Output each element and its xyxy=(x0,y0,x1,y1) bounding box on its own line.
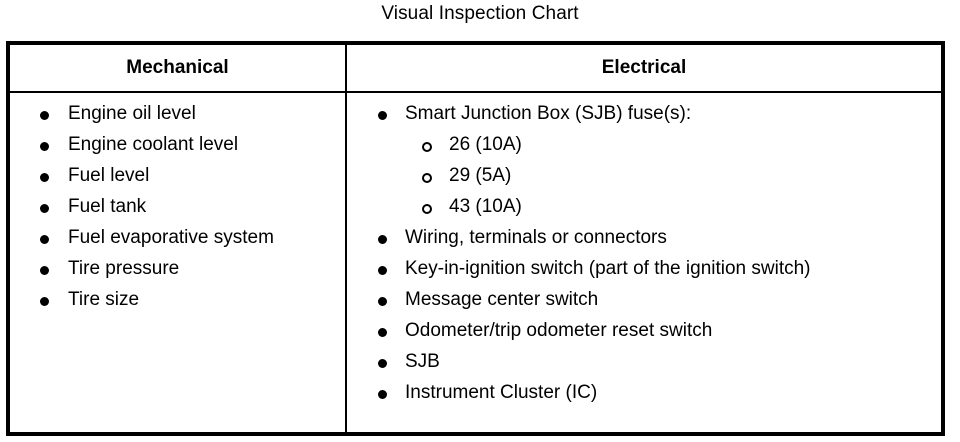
column-divider xyxy=(345,45,347,432)
list-item: 43 (10A) xyxy=(347,191,941,222)
list-item-label: Tire pressure xyxy=(68,258,180,279)
list-item: Smart Junction Box (SJB) fuse(s): xyxy=(347,98,941,129)
filled-bullet-icon xyxy=(40,204,49,213)
list-item-label: Fuel evaporative system xyxy=(68,227,274,248)
column-body-electrical: Smart Junction Box (SJB) fuse(s): 26 (10A… xyxy=(347,93,941,408)
list-item-label: Engine coolant level xyxy=(68,134,239,155)
list-item: 29 (5A) xyxy=(347,160,941,191)
filled-bullet-icon xyxy=(378,390,387,399)
filled-bullet-icon xyxy=(378,235,387,244)
list-item: Instrument Cluster (IC) xyxy=(347,377,941,408)
electrical-item-list: Smart Junction Box (SJB) fuse(s): 26 (10A… xyxy=(347,93,941,408)
list-item-label: Message center switch xyxy=(405,289,599,310)
column-header-electrical: Electrical xyxy=(601,57,687,78)
list-item-label: Odometer/trip odometer reset switch xyxy=(405,320,713,341)
page-title: Visual Inspection Chart xyxy=(381,3,579,24)
filled-bullet-icon xyxy=(40,173,49,182)
filled-bullet-icon xyxy=(40,297,49,306)
list-item: SJB xyxy=(347,346,941,377)
list-item: Tire pressure xyxy=(10,253,345,284)
list-item-label: Fuel tank xyxy=(68,196,147,217)
list-item-label: Wiring, terminals or connectors xyxy=(405,227,667,248)
hollow-bullet-icon xyxy=(422,204,432,214)
list-item: Key-in-ignition switch (part of the igni… xyxy=(347,253,941,284)
hollow-bullet-icon xyxy=(422,173,432,183)
header-rule xyxy=(10,91,941,93)
filled-bullet-icon xyxy=(40,266,49,275)
filled-bullet-icon xyxy=(378,328,387,337)
list-item-label: Fuel level xyxy=(68,165,150,186)
filled-bullet-icon xyxy=(40,111,49,120)
table-header-row: Mechanical Electrical xyxy=(10,45,941,91)
list-item-label: Instrument Cluster (IC) xyxy=(405,382,598,403)
list-item-label: Tire size xyxy=(68,289,140,310)
list-item-label: Engine oil level xyxy=(68,103,196,124)
filled-bullet-icon xyxy=(378,359,387,368)
filled-bullet-icon xyxy=(40,142,49,151)
list-item: Fuel level xyxy=(10,160,345,191)
list-item-label: SJB xyxy=(405,351,440,372)
list-item: 26 (10A) xyxy=(347,129,941,160)
list-item: Odometer/trip odometer reset switch xyxy=(347,315,941,346)
filled-bullet-icon xyxy=(378,297,387,306)
list-item: Engine coolant level xyxy=(10,129,345,160)
list-item: Wiring, terminals or connectors xyxy=(347,222,941,253)
list-item-label: Smart Junction Box (SJB) fuse(s): xyxy=(405,103,692,124)
list-item-label: Key-in-ignition switch (part of the igni… xyxy=(405,258,811,279)
list-item: Fuel tank xyxy=(10,191,345,222)
list-item-label: 26 (10A) xyxy=(449,134,522,155)
column-header-mechanical: Mechanical xyxy=(126,57,229,78)
list-item: Engine oil level xyxy=(10,98,345,129)
list-item: Fuel evaporative system xyxy=(10,222,345,253)
list-item-label: 29 (5A) xyxy=(449,165,512,186)
list-item-label: 43 (10A) xyxy=(449,196,522,217)
filled-bullet-icon xyxy=(40,235,49,244)
hollow-bullet-icon xyxy=(422,142,432,152)
filled-bullet-icon xyxy=(378,266,387,275)
list-item: Tire size xyxy=(10,284,345,315)
list-item: Message center switch xyxy=(347,284,941,315)
filled-bullet-icon xyxy=(378,111,387,120)
